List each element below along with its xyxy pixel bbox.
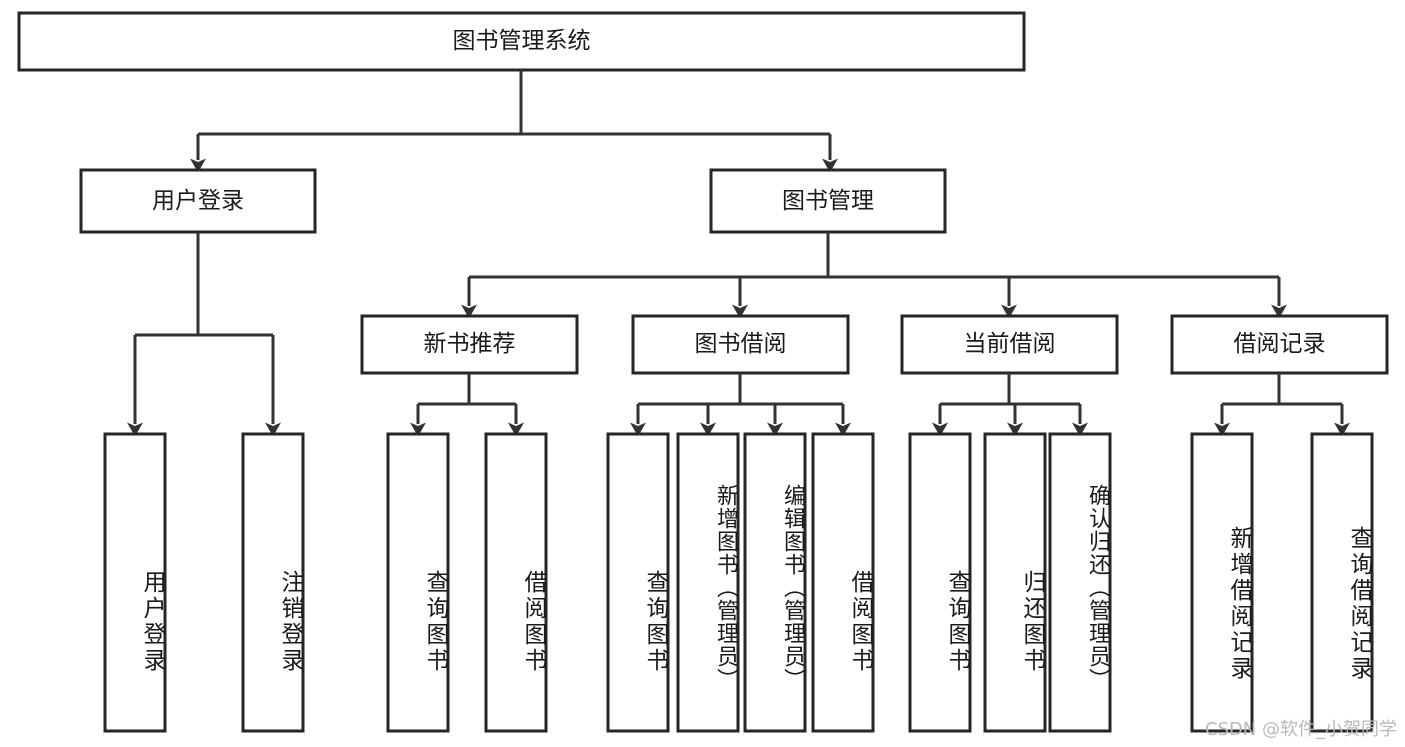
leaf-box-return-book[interactable] bbox=[983, 432, 1047, 733]
node-box-book-management[interactable] bbox=[709, 168, 947, 234]
leaf-box-query-book-newbook[interactable] bbox=[386, 432, 450, 733]
leaf-box-edit-book-admin[interactable] bbox=[743, 432, 807, 733]
node-box-book-borrow[interactable] bbox=[631, 314, 850, 375]
node-box-root[interactable] bbox=[17, 11, 1026, 72]
node-box-user-login[interactable] bbox=[79, 168, 317, 234]
leaf-box-query-book-borrow[interactable] bbox=[606, 432, 670, 733]
leaf-box-query-borrow-record[interactable] bbox=[1310, 432, 1374, 733]
leaf-box-user-login[interactable] bbox=[103, 432, 167, 733]
leaf-box-query-book-current[interactable] bbox=[908, 432, 972, 733]
node-box-current-borrow[interactable] bbox=[900, 314, 1119, 375]
leaf-box-borrow-book-newbook[interactable] bbox=[484, 432, 548, 733]
leaf-box-confirm-return-admin[interactable] bbox=[1048, 432, 1112, 733]
node-box-borrow-records[interactable] bbox=[1170, 314, 1389, 375]
csdn-watermark: CSDN @软件_小贺同学 bbox=[1204, 719, 1397, 740]
leaf-box-logout[interactable] bbox=[241, 432, 305, 733]
node-box-new-book-recommend[interactable] bbox=[360, 314, 579, 375]
leaf-box-add-borrow-record[interactable] bbox=[1190, 432, 1254, 733]
leaf-box-borrow-book[interactable] bbox=[811, 432, 875, 733]
leaf-box-add-book-admin[interactable] bbox=[676, 432, 740, 733]
